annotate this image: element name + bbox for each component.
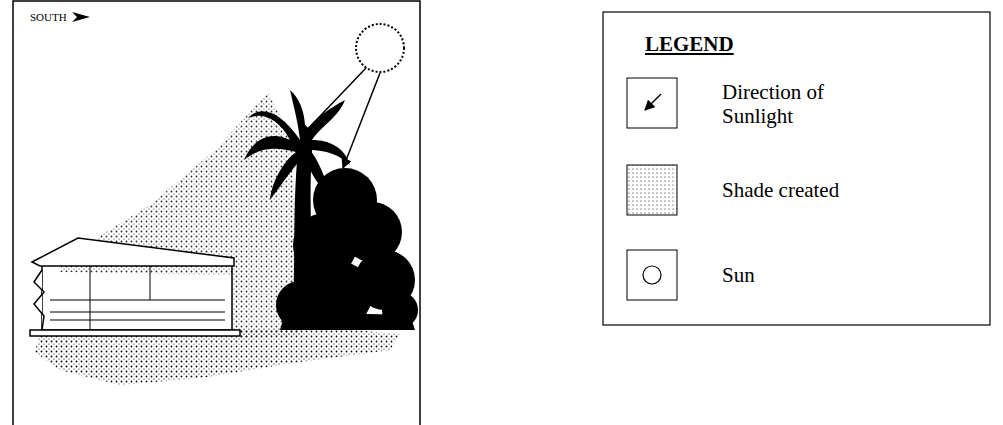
legend-text: Sun (722, 263, 922, 287)
legend-text: Shade created (722, 178, 922, 202)
bush (276, 168, 418, 330)
legend-text: Direction of Sunlight (722, 80, 872, 128)
sunlight-arrow (343, 73, 380, 168)
house (30, 238, 240, 336)
legend-heading: LEGEND (645, 32, 765, 56)
legend-sample-sun (627, 250, 677, 300)
legend-sample-arrow (627, 78, 677, 128)
legend-box (603, 12, 990, 325)
sun (356, 24, 404, 72)
direction-label: SOUTH (30, 11, 90, 24)
shade-area (60, 92, 300, 338)
legend-sample-shade (627, 165, 677, 215)
south-arrow (72, 12, 90, 22)
sunlight-arrow (302, 68, 366, 135)
panel-frame (13, 1, 420, 425)
